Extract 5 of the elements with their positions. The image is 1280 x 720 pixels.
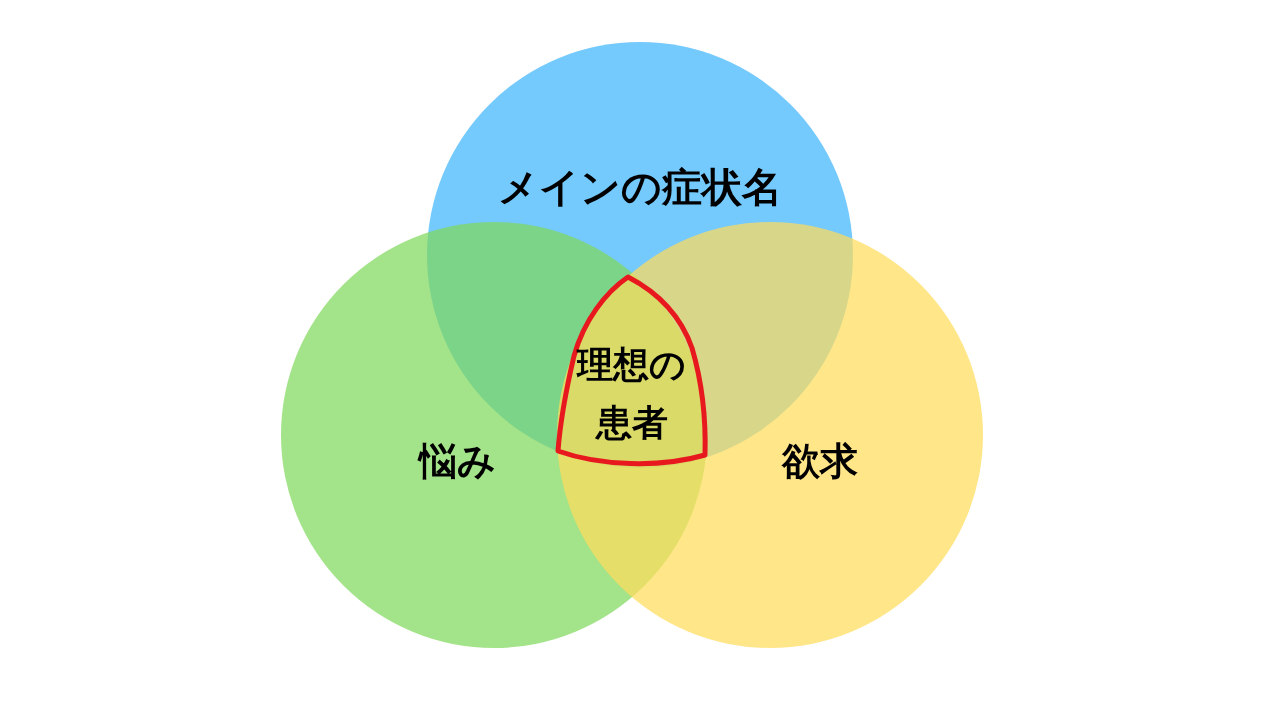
venn-circle [557,222,983,648]
circle-label: メインの症状名 [498,163,782,211]
region-label: 理想の患者 [577,343,687,445]
circle-label: 欲求 [782,439,858,485]
circle-label: 悩み [418,439,496,485]
